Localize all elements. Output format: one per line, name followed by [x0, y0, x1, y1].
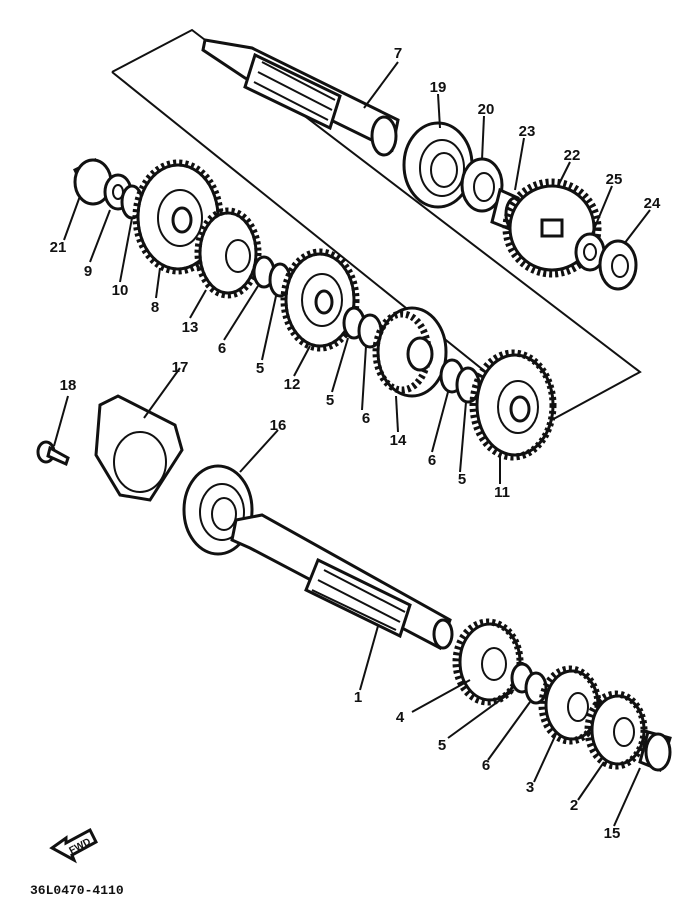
callout-labels: 7 19 20 23 22 25 24 21 9 10 8 13 6 5 12 …: [50, 45, 661, 842]
callout-23: 23: [519, 123, 536, 140]
callout-8: 8: [151, 299, 159, 316]
gear-14: [372, 306, 448, 398]
callout-24: 24: [644, 195, 661, 212]
callout-17: 17: [172, 359, 189, 376]
callout-6-lower: 6: [428, 452, 436, 469]
callout-11: 11: [494, 484, 510, 501]
callout-14: 14: [390, 432, 407, 449]
main-axle-shaft: [201, 38, 400, 157]
gear-11: [469, 349, 557, 461]
callout-25: 25: [606, 171, 623, 188]
callout-22: 22: [564, 147, 581, 164]
callout-4: 4: [396, 709, 405, 726]
callout-9: 9: [84, 263, 92, 280]
callout-19: 19: [430, 79, 447, 96]
callout-7: 7: [394, 45, 402, 62]
nut-24: [598, 239, 638, 291]
callout-5-bottom: 5: [438, 737, 446, 754]
callout-16: 16: [270, 417, 287, 434]
leader-lines: [53, 61, 651, 827]
callout-5-lower: 5: [458, 471, 466, 488]
gear-4: [452, 618, 524, 706]
main-shaft-1: [230, 513, 454, 651]
needle-bearing-15: [638, 730, 672, 772]
gear-13: [194, 207, 262, 299]
callout-13: 13: [182, 319, 199, 336]
callout-6-middle: 6: [362, 410, 370, 427]
callout-10: 10: [112, 282, 129, 299]
fwd-arrow-icon: FWD: [49, 827, 98, 864]
gear-2: [584, 690, 648, 770]
callout-1: 1: [354, 689, 362, 706]
callout-15: 15: [604, 825, 621, 842]
callout-5-middle: 5: [326, 392, 334, 409]
circlip-5-lower: [455, 366, 481, 404]
callout-12: 12: [284, 376, 301, 393]
callout-18: 18: [60, 377, 77, 394]
callout-21: 21: [50, 239, 67, 256]
callout-5-upper: 5: [256, 360, 264, 377]
callout-2: 2: [570, 797, 578, 814]
bearing-plate-17: [94, 394, 184, 502]
gear-3: [538, 665, 602, 745]
washer-6-bottom: [524, 671, 548, 705]
gear-12: [280, 248, 360, 352]
assembly-boundary: [111, 28, 642, 423]
bolt-18: [36, 440, 70, 467]
drive-sprocket-22: [502, 178, 602, 278]
assembly-boundary-lower: [111, 71, 549, 423]
callout-6-bottom: 6: [482, 757, 490, 774]
callout-6-upper: 6: [218, 340, 226, 357]
callout-20: 20: [478, 101, 495, 118]
drawing-code: 36L0470-4110: [30, 883, 124, 898]
callout-3: 3: [526, 779, 534, 796]
